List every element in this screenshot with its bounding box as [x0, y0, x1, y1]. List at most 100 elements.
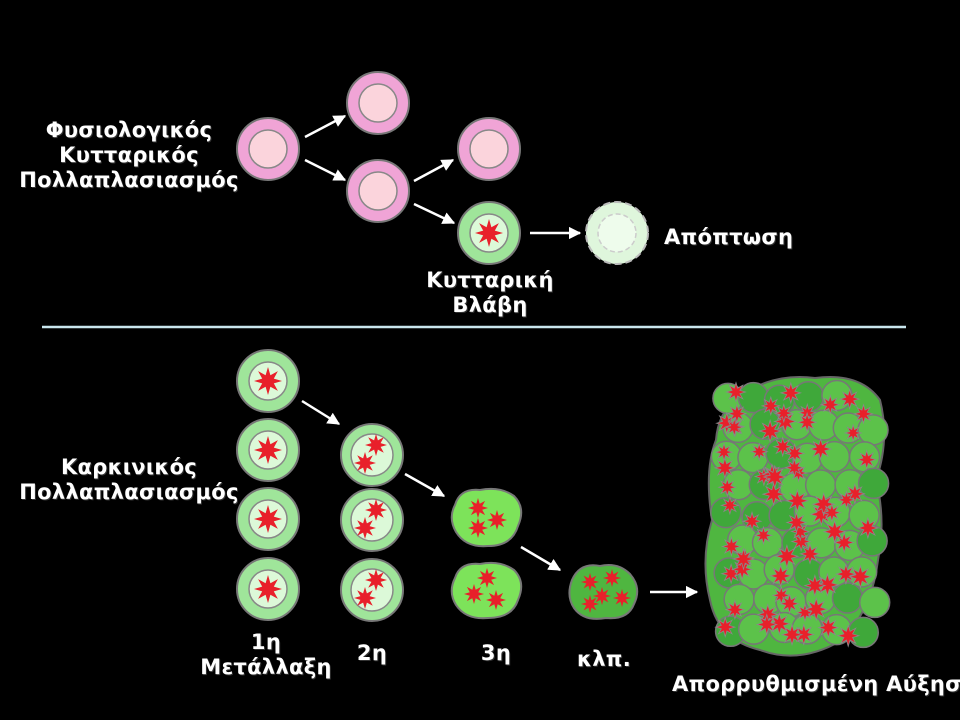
mutated-cell-2 — [340, 423, 404, 487]
arrow — [520, 545, 562, 572]
mutation-star — [475, 219, 503, 247]
mutation-star — [774, 543, 800, 569]
mutation-star — [856, 516, 880, 540]
mutated-cell-1 — [236, 349, 300, 413]
mutation-star — [581, 573, 599, 591]
mutation-star — [254, 367, 282, 395]
arrow — [304, 158, 347, 182]
mutation-star — [856, 449, 878, 471]
mutation-star — [767, 611, 792, 636]
tumor-cell — [857, 467, 890, 500]
arrow — [404, 472, 446, 498]
mutation-star — [254, 436, 282, 464]
mutation-star — [762, 464, 788, 490]
mutation-star — [836, 490, 857, 510]
normal-cell — [457, 117, 521, 181]
cell-damage-label: Κυτταρική Βλάβη — [426, 268, 554, 317]
mutation-star — [779, 381, 802, 405]
arrow — [301, 399, 341, 426]
normal-cell — [346, 159, 410, 223]
mutation-star — [464, 584, 484, 604]
mutation-star — [785, 488, 810, 513]
normal-cell — [346, 71, 410, 135]
apoptosis-label: Απόπτωση — [664, 225, 794, 249]
mutation-star — [785, 511, 808, 534]
mutation-star — [769, 564, 793, 588]
mutation-star — [796, 411, 818, 433]
dysregulated-growth-label: Απορρυθμισμένη Αύξηση — [672, 672, 960, 696]
mutation-star — [848, 564, 873, 589]
mutation-star — [468, 498, 488, 518]
mutated-cell-2 — [340, 488, 404, 552]
mutated-cell-3 — [450, 561, 523, 620]
mutated-cell-2 — [340, 558, 404, 622]
mutation-star — [354, 517, 376, 539]
apoptotic-cell — [585, 201, 649, 265]
mutation-star — [755, 613, 778, 636]
mutation-star — [761, 482, 786, 507]
mutation-star — [760, 395, 782, 417]
mutation-star — [365, 569, 387, 591]
mutation-star — [720, 535, 743, 558]
mutation-star — [724, 599, 746, 621]
mutation-star — [772, 436, 794, 458]
mutation-star — [486, 590, 506, 610]
mutation-star — [365, 499, 387, 521]
mutation-star — [822, 519, 847, 544]
mutation-star — [613, 589, 631, 607]
damaged-cell — [457, 201, 521, 265]
mutated-cell-3 — [450, 487, 523, 548]
mutation-star — [834, 563, 857, 586]
mutation-star — [819, 394, 841, 416]
mutation-star — [713, 456, 737, 480]
mutation-star — [803, 574, 827, 598]
normal-proliferation-title: Φυσιολογικός Κυτταρικός Πολλαπλασιασμός — [19, 118, 239, 192]
mutation-star — [838, 388, 861, 411]
tumor-mass — [704, 375, 891, 657]
mutation-1-label: 1η Μετάλλαξη — [200, 630, 332, 679]
normal-cell — [236, 117, 300, 181]
mutation-star — [477, 568, 497, 588]
etc-label: κλπ. — [577, 647, 631, 671]
arrow — [413, 202, 456, 225]
mutation-star — [853, 403, 874, 425]
mutated-cell-1 — [236, 418, 300, 482]
mutation-star — [365, 434, 387, 456]
mutated-cell-1 — [236, 557, 300, 621]
mutation-star — [749, 442, 769, 462]
mutation-star — [468, 518, 488, 538]
mutation-star — [593, 587, 611, 605]
mutation-star — [714, 616, 737, 639]
mutation-star — [836, 623, 861, 648]
normal-proliferation-section — [236, 71, 649, 265]
mutation-star — [603, 569, 621, 587]
mutation-star — [741, 510, 763, 532]
tumor-cell — [858, 586, 891, 619]
mutation-star — [724, 417, 745, 438]
mutation-star — [792, 623, 816, 646]
cancer-proliferation-title: Καρκινικός Πολλαπλασιασμός — [19, 455, 239, 504]
mutation-star — [254, 575, 282, 603]
mutation-star — [254, 505, 282, 533]
mutation-star — [731, 547, 756, 571]
mutation-star — [799, 543, 821, 565]
mutation-star — [821, 502, 843, 523]
mutation-star — [808, 437, 833, 461]
mutation-star — [778, 592, 801, 615]
tumor-cell — [831, 582, 864, 614]
mutation-star — [753, 525, 774, 546]
mutation-2-label: 2η — [356, 641, 388, 665]
mutation-star — [354, 587, 376, 609]
mutation-star — [843, 423, 863, 443]
mutation-star — [725, 381, 747, 403]
mutation-3-label: 3η — [480, 641, 512, 665]
mutation-star — [487, 510, 507, 530]
mutated-cell-1 — [236, 487, 300, 551]
mutation-star — [726, 403, 748, 424]
mutation-star — [803, 596, 829, 622]
mutation-star — [773, 403, 794, 424]
mutation-star — [354, 452, 376, 474]
mutation-star — [784, 457, 805, 478]
mutation-star — [714, 442, 734, 462]
